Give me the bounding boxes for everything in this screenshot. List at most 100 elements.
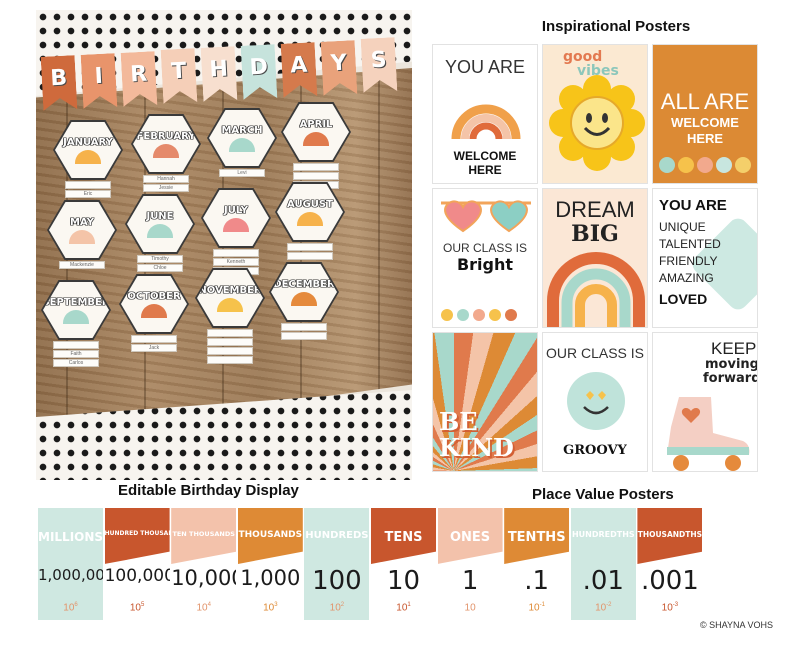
- month-hexagon-face: SEPTEMBER: [43, 282, 109, 338]
- power-exponent: 2: [340, 602, 345, 608]
- smiley-icon: [659, 157, 675, 173]
- poster-text: KIND: [439, 433, 514, 462]
- place-value-poster: TENTHS .1 10-1: [504, 508, 571, 620]
- place-value-power: 103: [238, 602, 303, 613]
- banner-letter: S: [370, 47, 388, 74]
- place-value-label: TEN THOUSANDS: [172, 530, 235, 538]
- month-name: JUNE: [146, 210, 174, 222]
- poster-text: vibes: [577, 63, 619, 79]
- month-hexagon: SEPTEMBER: [41, 280, 111, 340]
- student-name-tag: [287, 252, 333, 260]
- poster-text: GROOVY: [563, 443, 627, 458]
- banner-letter: I: [94, 63, 104, 90]
- banner-letter: R: [129, 61, 148, 88]
- month-art-icon: [229, 137, 255, 152]
- month-name: MAY: [70, 216, 94, 228]
- month-art-icon: [75, 149, 101, 164]
- student-name-tag: [287, 243, 333, 251]
- banner-pennant: H: [201, 46, 238, 102]
- month-hexagon-face: NOVEMBER: [197, 270, 263, 326]
- power-exponent: 3: [274, 602, 278, 608]
- banner-pennant: D: [241, 44, 278, 100]
- student-name-tag: [207, 356, 253, 364]
- power-base: 10: [329, 602, 341, 614]
- month-hexagon-face: AUGUST: [277, 184, 343, 240]
- month-art-icon: [223, 217, 249, 232]
- poster-text: KEEP: [711, 339, 757, 358]
- student-name-tag: [207, 347, 253, 355]
- month-hexagon: NOVEMBER: [195, 268, 265, 328]
- month-hexagon: OCTOBER: [119, 274, 189, 334]
- place-value-number: .1: [524, 566, 550, 596]
- student-name-tag: Jack: [131, 344, 177, 352]
- power-base: 10: [63, 602, 75, 614]
- place-value-number: 100,000: [104, 566, 171, 586]
- flower-icon: [473, 309, 485, 321]
- student-name-tag: [213, 249, 259, 257]
- banner-pennant: I: [81, 53, 118, 109]
- student-name-tag: [293, 172, 339, 180]
- student-name-tag: [131, 335, 177, 343]
- student-name-tag: [207, 329, 253, 337]
- place-value-power: 104: [171, 602, 236, 613]
- poster-text: LOVED: [659, 291, 708, 307]
- banner-letter: D: [248, 54, 269, 81]
- place-value-number: .01: [582, 566, 624, 596]
- month-art-icon: [297, 211, 323, 226]
- student-name-tag: Levi: [219, 169, 265, 177]
- poster-text: YOU ARE: [659, 197, 727, 214]
- place-value-power: 10-1: [504, 602, 569, 613]
- month-art-icon: [141, 303, 167, 318]
- power-exponent: 4: [207, 602, 211, 608]
- student-name-tag: [53, 341, 99, 349]
- place-value-power: 105: [105, 602, 170, 613]
- power-exponent: 1: [407, 602, 411, 608]
- place-value-number: 10: [386, 566, 421, 596]
- poster-text: forward: [703, 371, 758, 386]
- place-value-poster: TEN THOUSANDS 10,000 104: [171, 508, 238, 620]
- month-hexagon: JANUARY: [53, 120, 123, 180]
- poster-text: BIG: [571, 221, 619, 247]
- student-name-tag: Eric: [65, 190, 111, 198]
- place-value-number: 100: [312, 566, 362, 596]
- place-value-number: 1,000,000: [38, 566, 104, 584]
- rainbow-icon: [451, 104, 521, 139]
- power-base: 10: [129, 602, 141, 614]
- poster-text: DREAM: [555, 197, 635, 222]
- place-value-poster: HUNDRED THOUSANDS 100,000 105: [104, 508, 171, 620]
- place-value-number: 10,000: [171, 566, 236, 590]
- place-value-label: HUNDRED THOUSANDS: [104, 530, 170, 537]
- poster-word: UNIQUE: [659, 220, 706, 234]
- place-value-number: .001: [640, 566, 699, 596]
- month-name: DECEMBER: [273, 278, 335, 290]
- poster-text: HERE: [468, 163, 502, 177]
- roller-skate-icon: [667, 397, 750, 471]
- month-name: JULY: [224, 204, 248, 216]
- rainbow-icon: [547, 252, 645, 327]
- student-name-tag: Chloe: [137, 264, 183, 272]
- smiley-icon: [735, 157, 751, 173]
- place-value-power: 101: [371, 602, 436, 613]
- month-hexagon: JUNE: [125, 194, 195, 254]
- smiley-icon: [441, 309, 453, 321]
- place-value-power: 10-3: [637, 602, 702, 613]
- place-value-power: 102: [304, 602, 369, 613]
- month-art-icon: [153, 143, 179, 158]
- student-name-tag: [281, 323, 327, 331]
- place-value-label: TENS: [384, 530, 423, 545]
- student-name-tag: Mackenzie: [59, 261, 105, 269]
- student-name-tag: [207, 338, 253, 346]
- power-exponent: 5: [140, 602, 145, 608]
- place-value-label: TENTHS: [507, 530, 566, 545]
- month-hexagon-face: OCTOBER: [121, 276, 187, 332]
- poster-text: BE: [439, 407, 478, 436]
- place-value-label: THOUSANDS: [238, 530, 303, 540]
- power-exponent: -3: [672, 602, 679, 608]
- poster-text: WELCOME: [671, 115, 739, 130]
- student-name-tag: Jessie: [143, 184, 189, 192]
